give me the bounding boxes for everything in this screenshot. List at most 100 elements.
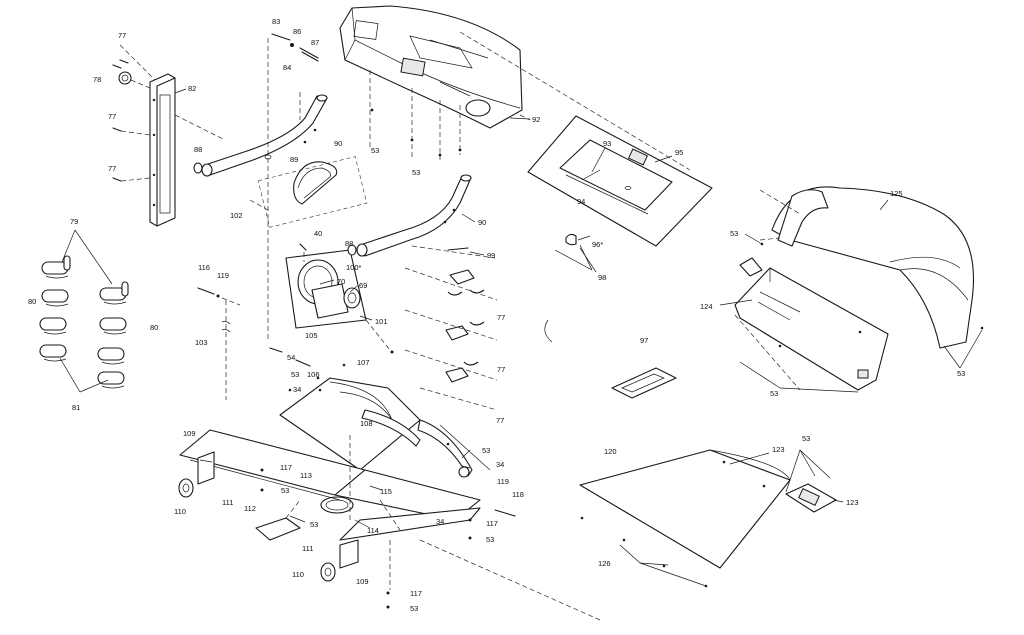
running-deck-part [579,449,791,588]
callout-labels: 77 78 82 77 77 88 83 86 87 84 90 89 102 … [28,17,965,613]
callout-123: 123 [846,498,859,507]
callout-124: 124 [700,302,713,311]
callout-34: 34 [436,517,444,526]
callout-110: 110 [174,507,186,516]
callout-114: 114 [367,526,379,535]
callout-78: 78 [93,75,101,84]
callout-34: 34 [293,385,301,394]
callout-107: 107 [357,358,370,367]
callout-53: 53 [291,370,299,379]
leveler-112-part [255,499,301,541]
callout-106: 106 [307,370,320,379]
upright-screws [112,59,151,182]
callout-125: 125 [890,189,903,198]
callout-117: 117 [280,463,292,472]
callout-103: 103 [195,338,208,347]
callout-77: 77 [496,416,504,425]
callout-117: 117 [486,519,498,528]
callout-77: 77 [108,164,116,173]
callout-90: 90 [334,139,342,148]
callout-98: 98 [598,273,606,282]
rear-wheel-part [320,539,359,582]
callout-88: 88 [194,145,202,154]
callout-80: 80 [150,323,158,332]
screw-40-part [299,243,307,262]
callout-126: 126 [598,559,611,568]
callout-86: 86 [293,27,301,36]
callout-81: 81 [72,403,80,412]
bolt-116-part [197,287,241,400]
callout-53: 53 [281,486,289,495]
callout-111: 111 [302,544,313,553]
washer-88-part [193,162,203,174]
callout-95: 95 [675,148,683,157]
callout-99: 99 [487,251,495,260]
callout-116: 116 [198,263,210,272]
callout-119: 119 [497,477,509,486]
controller-board-part [785,483,837,513]
handrail-right-part [356,174,472,257]
handrail-left-part [201,92,328,177]
callout-105: 105 [305,331,318,340]
callout-102: 102 [230,211,243,220]
callout-53: 53 [410,604,418,613]
callout-54: 54 [287,353,295,362]
callout-82: 82 [188,84,196,93]
callout-113: 113 [300,471,312,480]
callout-53: 53 [802,434,810,443]
leader-lines [174,88,983,587]
motor-hood-part [759,186,984,349]
callout-53: 53 [371,146,379,155]
callout-53: 53 [310,520,318,529]
callout-94: 94 [577,197,585,206]
rear-cover-part [734,257,889,391]
rail-clips-part [404,245,498,411]
callout-109: 109 [356,577,369,586]
callout-119: 119 [217,271,229,280]
callout-77: 77 [118,31,126,40]
callout-90: 90 [478,218,486,227]
callout-112: 112 [244,504,256,513]
callout-108: 108 [360,419,373,428]
callout-53: 53 [730,229,738,238]
callout-120: 120 [604,447,617,456]
callout-96: 96* [592,240,603,249]
callout-79: 79 [70,217,78,226]
callout-70: 70 [337,277,345,286]
knob-part [118,71,151,89]
callout-53: 53 [957,369,965,378]
console-part [339,5,691,171]
callout-77: 77 [497,313,505,322]
callout-69: 69 [359,281,367,290]
callout-83: 83 [272,17,280,26]
bracket-96-part [544,233,593,343]
callout-97: 97 [640,336,648,345]
bolt-set-top [271,33,319,62]
display-board-part [527,115,713,247]
callout-34: 34 [496,460,504,469]
pad-97-part [611,367,677,399]
callout-53: 53 [482,446,490,455]
callout-80: 80 [28,297,36,306]
callout-77: 77 [108,112,116,121]
callout-87: 87 [311,38,319,47]
callout-115: 115 [380,487,392,496]
frame-fasteners [260,347,601,621]
callout-53: 53 [486,535,494,544]
callout-123: 123 [772,445,785,454]
washer-88-right [347,244,357,256]
handle-grips-part [39,229,129,393]
callout-40: 40 [314,229,322,238]
callout-89: 89 [290,155,298,164]
callout-88: 88 [345,239,353,248]
callout-111: 111 [222,498,233,507]
main-frame-part [179,377,491,541]
left-upright-part [119,44,226,227]
callout-53: 53 [412,168,420,177]
callout-110: 110 [292,570,304,579]
callout-53: 53 [770,389,778,398]
callout-101: 101 [375,317,388,326]
callout-84: 84 [283,63,291,72]
callout-93: 93 [603,139,611,148]
